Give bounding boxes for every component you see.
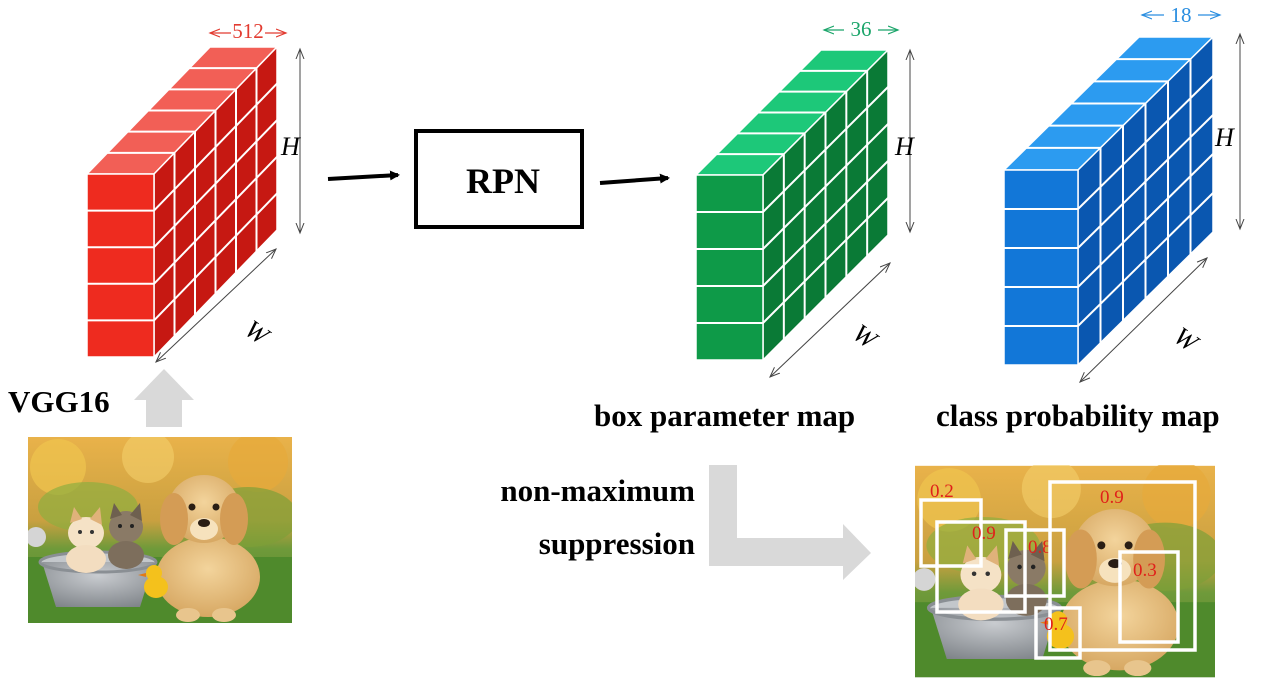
feature-map-front-face: [86, 173, 155, 358]
detection-score: 0.3: [1133, 560, 1157, 581]
feature-map-width-label: W: [240, 314, 276, 352]
detection-box: [919, 498, 983, 568]
detection-score: 0.2: [930, 481, 954, 502]
output-image: [915, 465, 1215, 678]
vgg-arrow: [134, 369, 194, 427]
feature-map-height-label: H: [280, 132, 301, 161]
class-probability-map-width-label: W: [1169, 321, 1205, 359]
box-parameter-map-width-arrow: [770, 263, 890, 377]
detection-score: 0.9: [1100, 487, 1124, 508]
nms-label-line1: non-maximum: [500, 473, 695, 508]
rpn-box: [414, 129, 584, 229]
box-parameter-map-depth-label: 36: [851, 17, 872, 41]
detection-box: [935, 520, 1027, 614]
detection-box: [1048, 480, 1197, 652]
input-image: [28, 437, 292, 623]
feature-map-width-arrow: [156, 249, 276, 362]
detection-score: 0.7: [1044, 614, 1068, 635]
detection-score: 0.8: [1028, 537, 1052, 558]
class-probability-map-label: class probability map: [936, 398, 1220, 433]
box-parameter-map-front-face: [695, 174, 764, 361]
class-probability-map-front-face: [1003, 169, 1079, 366]
detection-box: [1004, 528, 1066, 598]
arrow-from-rpn: [599, 173, 670, 185]
rpn-label: RPN: [466, 161, 540, 201]
detections-layer: 0.2 0.9 0.8 0.9 0.3 0.7: [919, 480, 1197, 660]
class-probability-map-depth-label: 18: [1171, 3, 1192, 27]
feature-map-depth-label: 512: [232, 19, 264, 43]
vgg-label: VGG16: [8, 384, 110, 419]
box-parameter-map-height-label: H: [894, 132, 915, 161]
detection-box: [1034, 606, 1082, 660]
class-probability-map-width-arrow: [1080, 258, 1207, 382]
arrow-to-rpn: [327, 170, 400, 181]
box-parameter-map-label: box parameter map: [594, 398, 855, 433]
nms-label-line2: suppression: [539, 526, 695, 561]
nms-arrow: [709, 465, 871, 580]
detection-score: 0.9: [972, 523, 996, 544]
class-probability-map-height-label: H: [1214, 123, 1235, 152]
class-probability-map-tensor: 18H W: [1002, 3, 1240, 382]
box-parameter-map-width-label: W: [848, 318, 884, 356]
detection-box: [1118, 550, 1180, 644]
box-parameter-map-tensor: 36H W: [694, 17, 915, 377]
